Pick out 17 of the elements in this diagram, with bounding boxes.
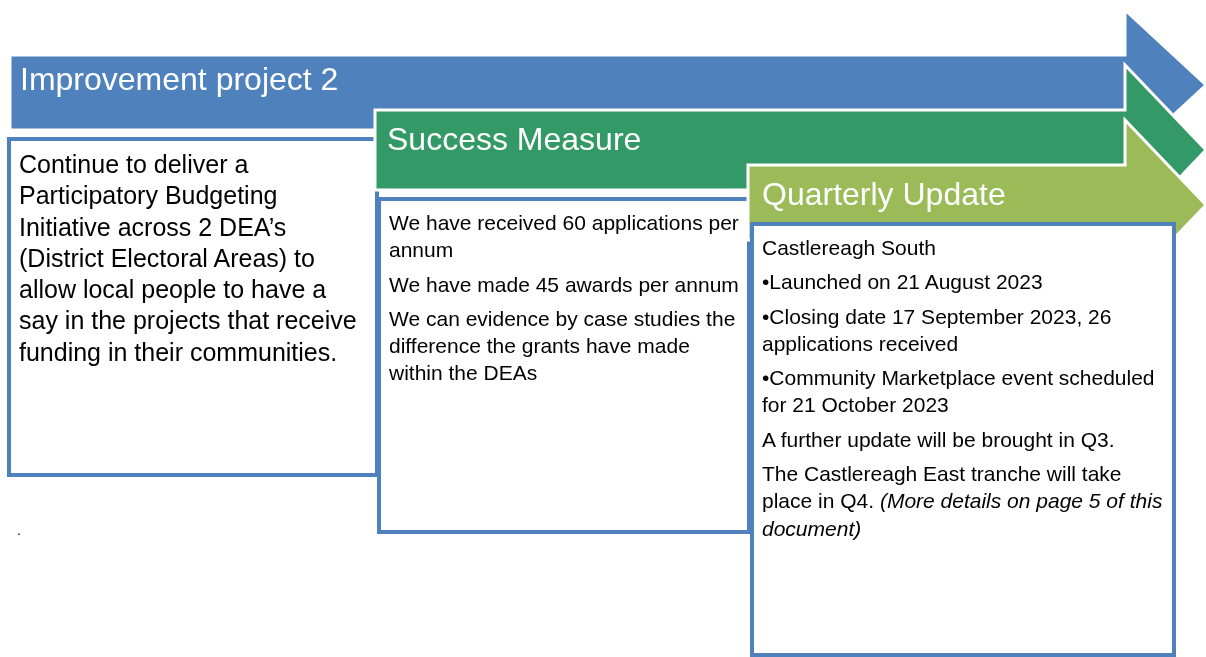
text-panel [750,222,1176,657]
panel-text: We have made 45 awards per annum [389,271,739,298]
panel-text: We have received 60 applications per annum [389,210,739,264]
panel-text: •Closing date 17 September 2023, 26 applications received [762,303,1113,357]
text-panel [377,197,751,534]
panel-text: Continue to deliver a Participatory Budgeting Initiative across 2 DEA’s (District Electoral Areas) to allow local people to have a say in the projects that receive funding in their communities. [19,149,358,368]
stray-mark: . [17,522,21,538]
banner-heading: Quarterly Update [762,177,1006,213]
panel-text: Castlereagh South [762,235,937,261]
panel-text: We can evidence by case studies the difference the grants have made within the DEAs [389,305,737,387]
banner-heading: Improvement project 2 [20,62,339,98]
panel-text: •Community Marketplace event scheduled for 21 October 2023 [762,365,1156,419]
panel-text: A further update will be brought in Q3. [762,426,1116,453]
panel-text: •Launched on 21 August 2023 [762,269,1044,296]
banner-heading: Success Measure [387,122,642,158]
panel-text: The Castlereagh East tranche will take place in Q4. (More details on page 5 of this document) [762,461,1164,542]
text-panel [7,137,379,477]
